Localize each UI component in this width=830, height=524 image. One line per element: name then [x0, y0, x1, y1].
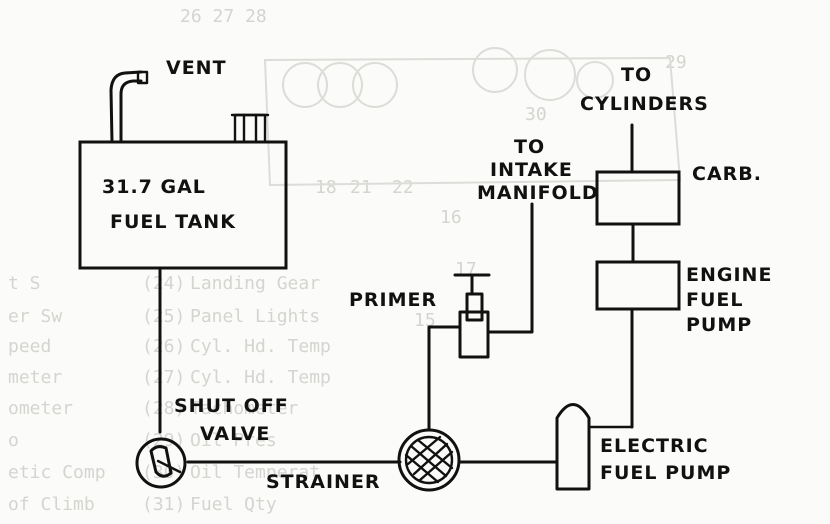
fuel-lines — [158, 123, 635, 464]
engine-fuel-pump: ENGINE FUEL PUMP — [595, 260, 772, 336]
to-intake-label-line1: TO — [514, 136, 545, 158]
intake-manifold-destination: TO INTAKE MANIFOLD — [477, 136, 599, 204]
electric-fuel-pump: ELECTRIC FUEL PUMP — [555, 403, 731, 491]
background-bleed-through: 26 27 28 29 30 17 15 16 18 21 22 (24) (2… — [8, 6, 687, 515]
bleed-number: 26 27 28 — [180, 6, 267, 27]
bleed-fragment: etic Comp — [8, 462, 106, 483]
vent-label: VENT — [166, 57, 227, 79]
bleed-paren-number: (31) — [142, 494, 185, 515]
bleed-paren-number: (27) — [142, 367, 185, 388]
bleed-fragment: ometer — [8, 398, 73, 419]
carb-label: CARB. — [692, 163, 762, 185]
bleed-fragment: t S — [8, 273, 41, 294]
vent-pipe: VENT — [109, 57, 227, 144]
cylinders-destination: TO CYLINDERS — [580, 64, 709, 115]
bleed-item: Cyl. Hd. Temp — [190, 367, 331, 388]
bleed-paren-number: (26) — [142, 336, 185, 357]
bleed-item: Fuel Qty — [190, 494, 277, 515]
bleed-item: Oil Pres — [190, 430, 277, 451]
to-cylinders-label-line2: CYLINDERS — [580, 93, 709, 115]
fuel-tank-label: FUEL TANK — [110, 211, 236, 233]
bleed-fragment: peed — [8, 336, 51, 357]
engine-pump-label-line3: PUMP — [686, 314, 752, 336]
fuel-tank: 31.7 GAL FUEL TANK — [78, 140, 288, 270]
electric-pump-label-line2: FUEL PUMP — [600, 462, 731, 484]
bleed-fragment: of Climb — [8, 494, 95, 515]
bleed-item: Panel Lights — [190, 306, 320, 327]
fuel-tank-capacity-label: 31.7 GAL — [102, 176, 206, 198]
bleed-number: 22 — [392, 177, 414, 198]
bleed-paren-number: (30) — [142, 462, 185, 483]
bleed-number: 29 — [665, 52, 687, 73]
bleed-number: 16 — [440, 207, 462, 228]
to-cylinders-label-line1: TO — [621, 64, 652, 86]
primer-label: PRIMER — [349, 289, 437, 311]
engine-pump-label-line2: FUEL — [686, 289, 744, 311]
strainer: STRAINER — [266, 428, 461, 493]
bleed-paren-number: (24) — [142, 273, 185, 294]
bleed-number: 30 — [525, 104, 547, 125]
bleed-item: Landing Gear — [190, 273, 320, 294]
to-intake-label-line3: MANIFOLD — [477, 182, 599, 204]
bleed-number: 18 — [315, 177, 337, 198]
bleed-gauge-cluster — [263, 47, 682, 187]
bleed-item: Tachometer — [190, 398, 299, 419]
bleed-paren-number: (25) — [142, 306, 185, 327]
bleed-paren-number: (28) — [142, 398, 185, 419]
electric-pump-label-line1: ELECTRIC — [600, 435, 709, 457]
filler-cap — [230, 113, 270, 144]
carburetor: CARB. — [595, 163, 762, 226]
bleed-number: 21 — [350, 177, 372, 198]
bleed-fragment: o — [8, 430, 19, 451]
engine-pump-label-line1: ENGINE — [686, 264, 772, 286]
to-intake-label-line2: INTAKE — [490, 159, 573, 181]
shut-off-valve: SHUT OFF VALVE — [135, 395, 289, 489]
shut-off-label: SHUT OFF — [174, 395, 289, 417]
bleed-item: Cyl. Hd. Temp — [190, 336, 331, 357]
bleed-fragment: er Sw — [8, 306, 62, 327]
bleed-item: Oil Temperat — [190, 462, 320, 483]
bleed-fragment: meter — [8, 367, 62, 388]
valve-label: VALVE — [200, 423, 270, 445]
primer: PRIMER — [349, 273, 491, 359]
strainer-label: STRAINER — [266, 471, 381, 493]
